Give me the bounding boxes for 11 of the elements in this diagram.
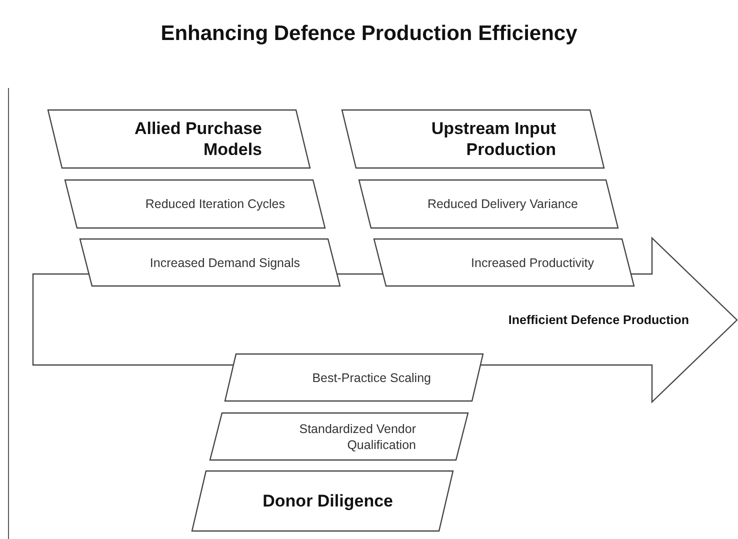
cause-label: Reduced Delivery Variance <box>427 196 578 212</box>
category-label: Allied Purchase Models <box>133 118 262 160</box>
cause-label: Best-Practice Scaling <box>312 369 431 386</box>
cause-label: Reduced Iteration Cycles <box>145 196 285 212</box>
cause-label: Standardized Vendor Qualification <box>298 420 416 453</box>
category-label: Upstream Input Production <box>430 118 556 160</box>
cause-label: Increased Productivity <box>471 254 594 271</box>
diagram-title: Enhancing Defence Production Efficiency <box>160 22 578 46</box>
effect-label: Inefficient Defence Production <box>508 312 689 328</box>
category-label: Donor Diligence <box>262 490 393 512</box>
cause-label: Increased Demand Signals <box>150 254 300 271</box>
